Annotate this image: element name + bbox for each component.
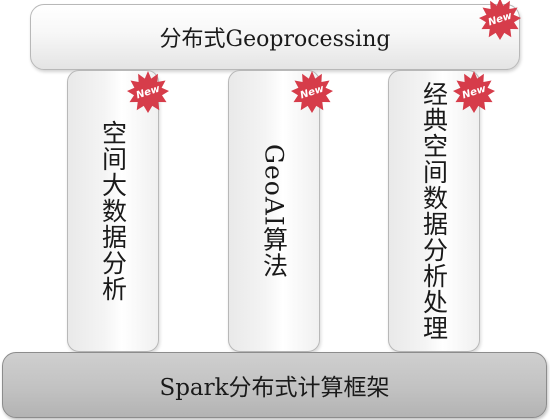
classic-spatial-data-analysis-pillar: 经典空间数据分析处理 <box>388 70 480 352</box>
classic-spatial-data-analysis-label: 经典空间数据分析处理 <box>419 81 449 341</box>
geoai-algorithm-label: GeoAI算法 <box>259 143 289 279</box>
new-badge-pillar-1: New <box>126 70 170 114</box>
new-badge-top: New <box>478 0 522 41</box>
starburst-badge-icon <box>291 71 333 113</box>
spark-framework-label: Spark分布式计算框架 <box>159 375 390 401</box>
new-badge-pillar-2: New <box>290 70 334 114</box>
starburst-badge-icon <box>479 0 521 40</box>
starburst-badge-icon <box>453 71 495 113</box>
geoai-algorithm-pillar: GeoAI算法 <box>228 70 320 352</box>
new-badge-pillar-3: New <box>452 70 496 114</box>
starburst-badge-icon <box>127 71 169 113</box>
spatial-big-data-analysis-label: 空间大数据分析 <box>98 120 128 302</box>
distributed-geoprocessing-label: 分布式Geoprocessing <box>159 27 391 52</box>
spark-framework-base-box: Spark分布式计算框架 <box>2 352 547 418</box>
distributed-geoprocessing-box: 分布式Geoprocessing <box>30 4 520 70</box>
spatial-big-data-analysis-pillar: 空间大数据分析 <box>67 70 159 352</box>
